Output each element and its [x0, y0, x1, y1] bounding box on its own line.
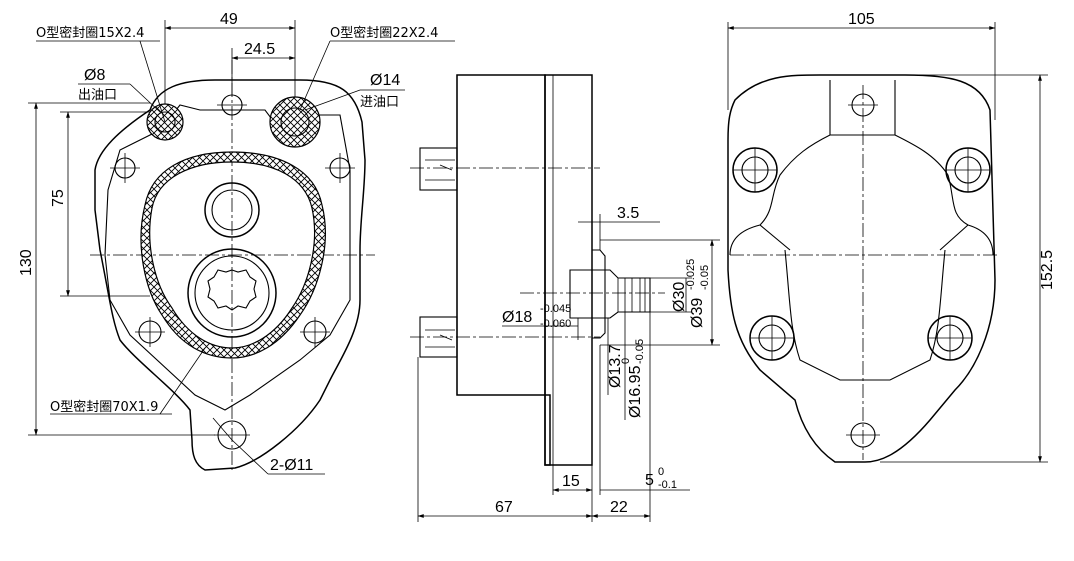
shaft-bore-mid	[194, 255, 270, 331]
seal-out-label: O型密封圈15X2.4	[36, 25, 144, 41]
dim-vertical-130: 130	[18, 249, 35, 276]
dim-port-spacing: 49	[220, 11, 238, 28]
seal-main-label: O型密封圈70X1.9	[50, 399, 158, 415]
side-boss-upper	[419, 147, 458, 191]
splined-shaft	[207, 269, 257, 311]
tol-16-95-upper: 0	[620, 358, 632, 364]
rear-dim-width: 105	[848, 11, 875, 28]
outlet-label: 出油口	[78, 88, 117, 103]
rear-view: 105 152.5	[727, 11, 1056, 463]
dim-16-95: Ø16.95	[627, 365, 644, 418]
dim-15: 15	[562, 473, 580, 490]
inlet-seal	[269, 96, 321, 148]
mount-holes-label: 2-Ø11	[270, 457, 313, 474]
front-inner-outline	[104, 104, 351, 411]
inlet-diameter: Ø14	[370, 72, 400, 89]
dim-port-offset: 24.5	[244, 41, 275, 58]
rear-inner-outline	[729, 80, 994, 381]
dim-13-7: Ø13.7	[607, 344, 624, 388]
side-body	[456, 74, 551, 466]
dim-67: 67	[495, 499, 513, 516]
front-view: 49 24.5 O型密封圈15X2.4 O型密封圈22X2.4 Ø8 出油口 Ø…	[18, 11, 455, 475]
hole-crosses	[110, 104, 355, 436]
dim-3-5: 3.5	[617, 205, 639, 222]
main-seal-ring	[140, 151, 326, 359]
side-pilot	[592, 249, 606, 339]
tol-shaft-18-lower: -0.060	[540, 318, 571, 330]
tol-39-lower: -0.05	[699, 265, 711, 290]
dim-vertical-75: 75	[50, 189, 67, 207]
rear-body-outline	[727, 74, 996, 463]
upper-bore-inner	[211, 189, 253, 231]
dim-22: 22	[610, 499, 628, 516]
tol-16-95-lower: -0.05	[634, 339, 646, 364]
outlet-diameter: Ø8	[84, 67, 105, 84]
dim-39: Ø39	[689, 298, 706, 328]
tol-5-lower: -0.1	[658, 479, 677, 491]
dim-5: 5	[645, 472, 654, 489]
tol-shaft-18-upper: -0.045	[540, 303, 571, 315]
inlet-port	[280, 107, 310, 137]
rear-dim-height: 152.5	[1039, 250, 1056, 290]
seal-in-label: O型密封圈22X2.4	[330, 25, 438, 41]
upper-bore-outer	[204, 182, 260, 238]
dim-shaft-18: Ø18	[502, 309, 532, 326]
shaft-bore-outer	[187, 248, 277, 338]
outlet-port	[154, 111, 176, 133]
dim-30: Ø30	[671, 282, 688, 312]
tol-39-upper: -0.025	[685, 259, 697, 290]
tol-5-upper: 0	[658, 466, 664, 478]
side-view: 3.5 Ø18 -0.045 -0.060 Ø30 Ø39 -0.025 -0.…	[410, 74, 720, 522]
inlet-label: 进油口	[360, 95, 399, 110]
side-shaft	[569, 269, 651, 319]
